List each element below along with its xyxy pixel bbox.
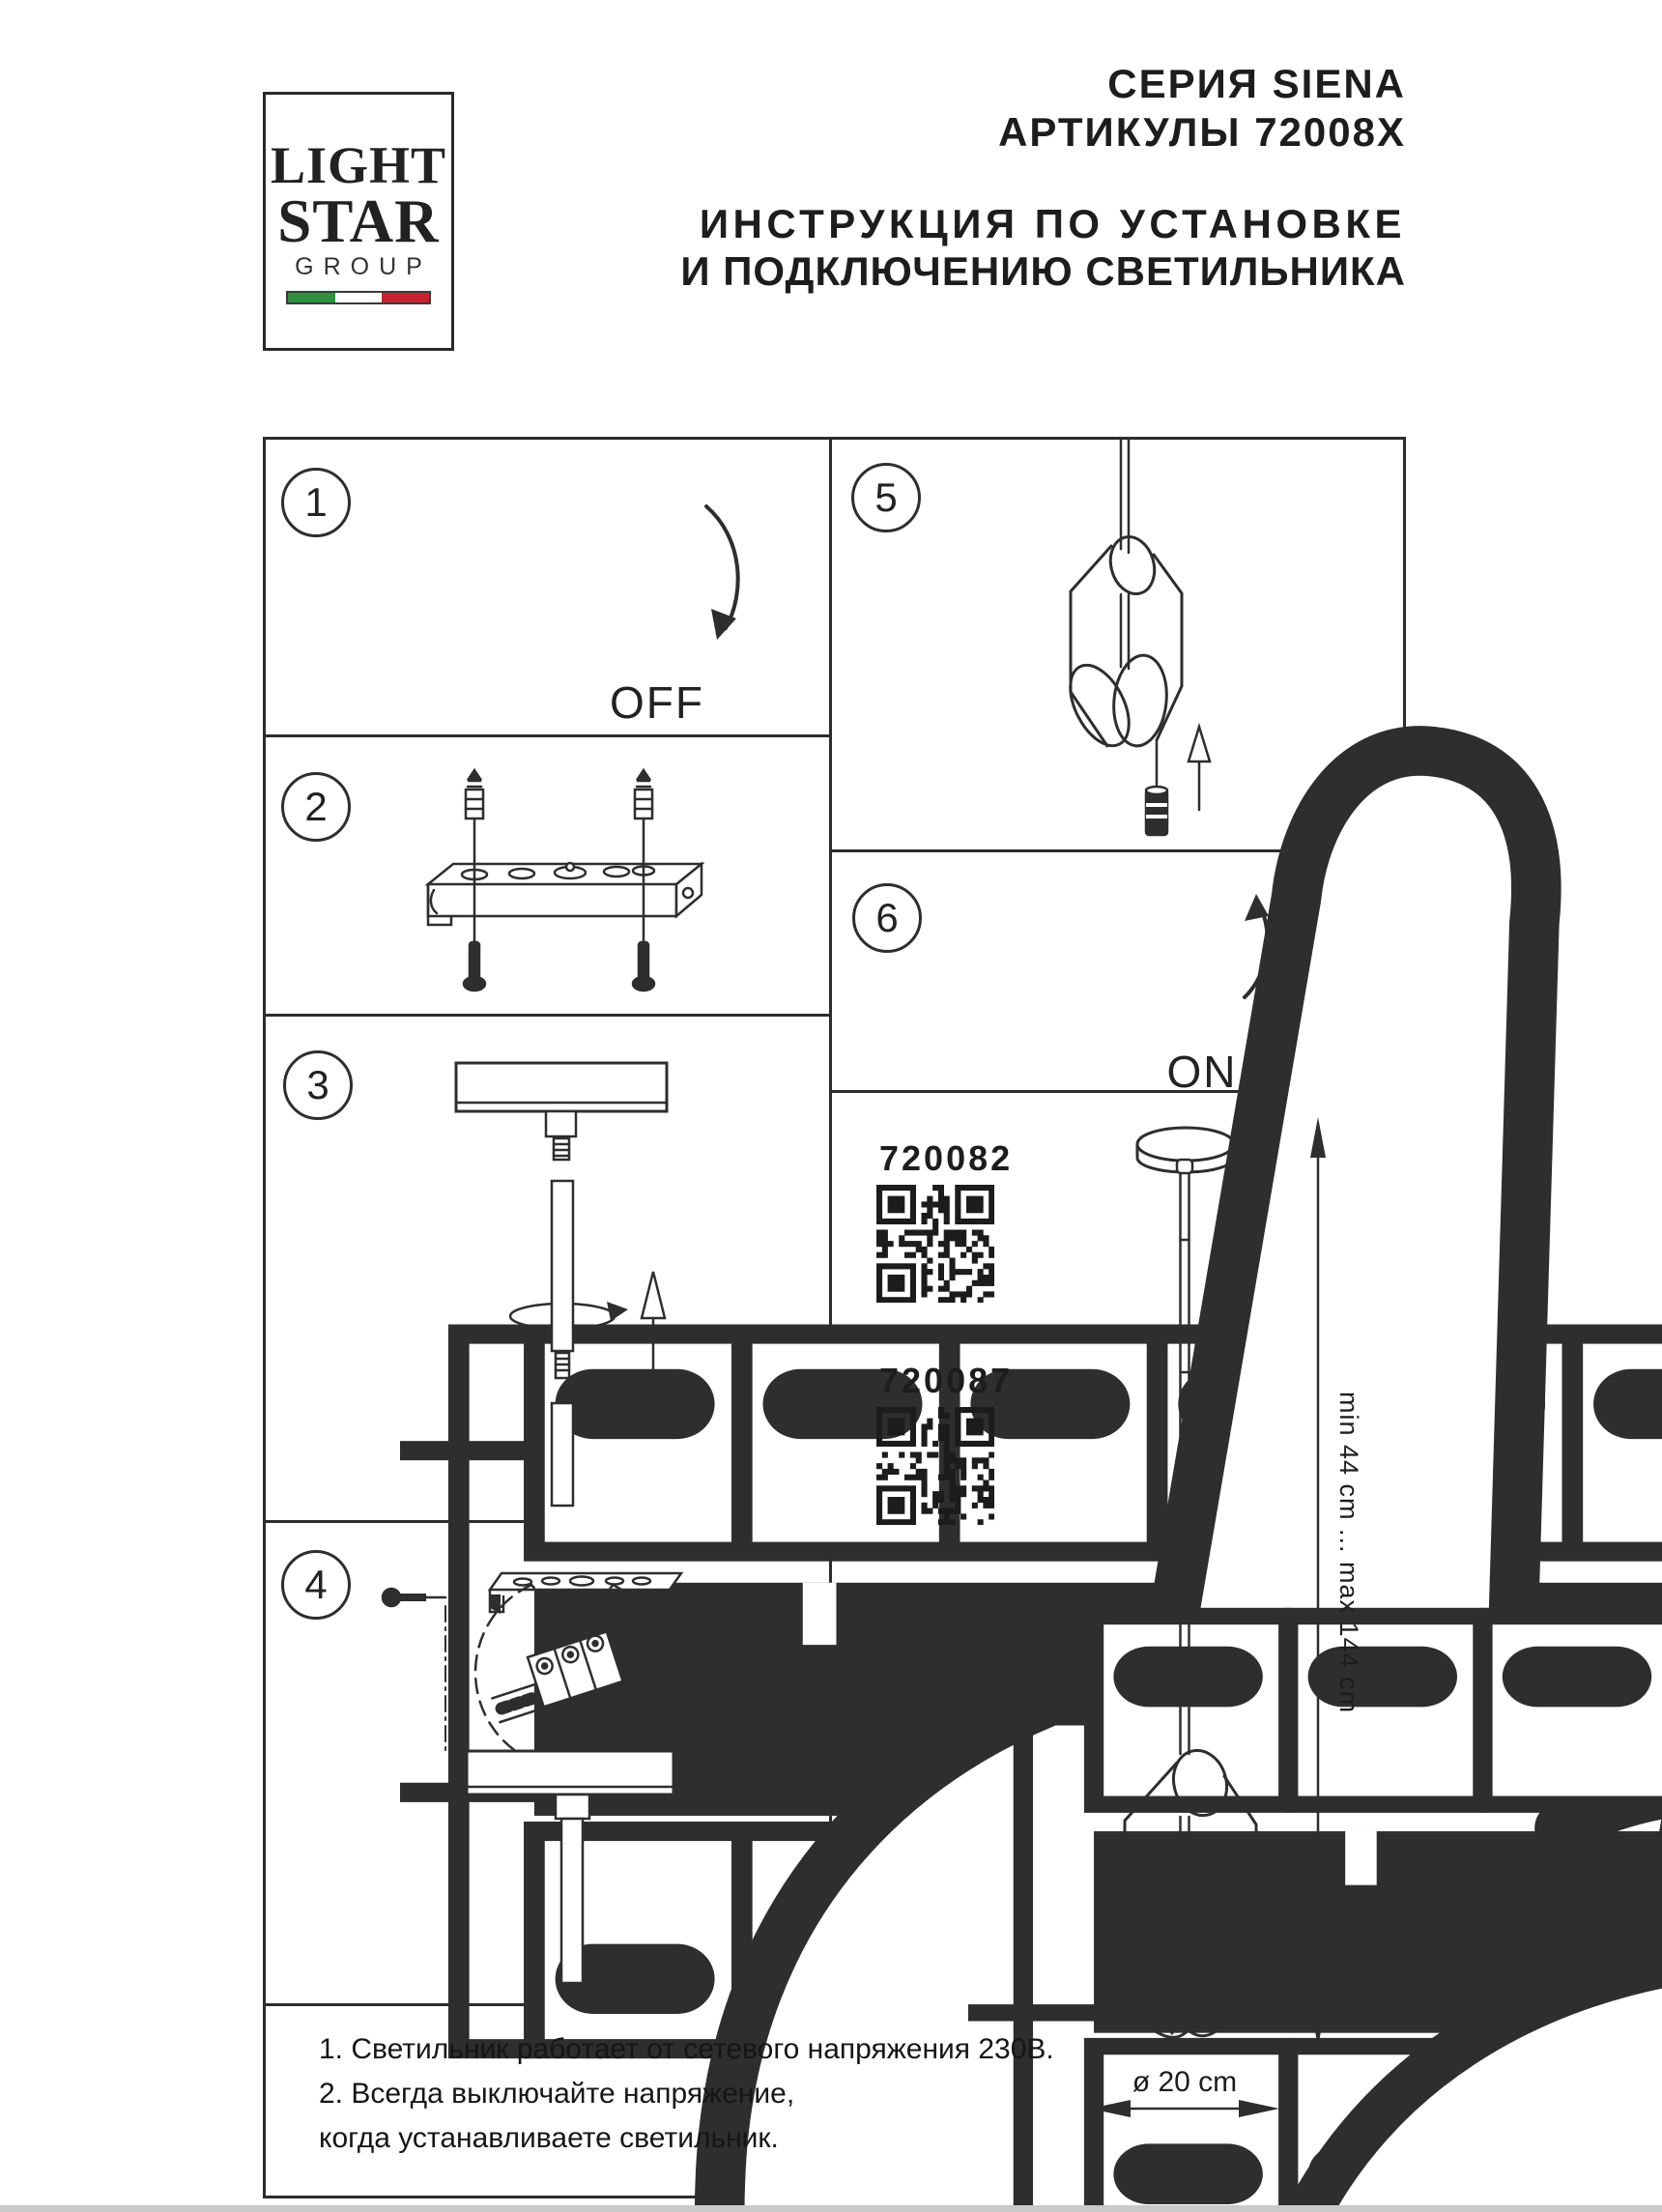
pendant-lamp-drawing — [1119, 1126, 1258, 2039]
scan-edge — [0, 2205, 1662, 2212]
title-block: СЕРИЯ SIENA АРТИКУЛЫ 72008X ИНСТРУКЦИЯ П… — [680, 60, 1406, 295]
column-divider — [829, 437, 832, 2006]
instruction-title-line1: ИНСТРУКЦИЯ ПО УСТАНОВКЕ — [699, 201, 1406, 246]
step4-wiring-illustration — [381, 1571, 775, 1985]
flag-stripe-green — [288, 293, 335, 302]
step-2-number: 2 — [281, 772, 351, 842]
series-title: СЕРИЯ SIENA — [1107, 61, 1406, 106]
note-line-2: 2. Всегда выключайте напряжение, — [319, 2078, 795, 2110]
diameter-label: ø 20 cm — [1132, 2066, 1238, 2098]
instruction-title-line2: И ПОДКЛЮЧЕНИЮ СВЕТИЛЬНИКА — [680, 248, 1406, 294]
border-p1-p2 — [263, 734, 832, 737]
height-dimension-arrow — [1310, 1117, 1326, 2047]
border-p2-p3 — [263, 1014, 832, 1017]
off-label: OFF — [610, 677, 704, 728]
qr-code-720087 — [876, 1407, 995, 1526]
italian-flag-icon — [286, 291, 431, 304]
note-line-3: когда устанавливаете светильник. — [319, 2122, 779, 2154]
diameter-dimension-arrow — [1090, 2100, 1279, 2117]
height-range-label: min 44 cm ... max 144 cm — [1334, 1392, 1363, 1714]
step6-breaker-on-illustration — [956, 894, 1662, 2212]
lightstar-logo: LIGHT STAR GROUP — [263, 92, 454, 351]
step-4-number: 4 — [281, 1550, 351, 1620]
border-p5-p6 — [829, 849, 1406, 852]
step2-bracket-illustration — [424, 767, 705, 992]
step-5-number: 5 — [851, 463, 921, 532]
logo-word-light: LIGHT — [270, 136, 447, 194]
logo-word-group: GROUP — [295, 253, 432, 280]
article-code-720087: 720087 — [879, 1361, 1014, 1400]
border-p6-p7 — [829, 1090, 1406, 1093]
article-code-720082: 720082 — [879, 1138, 1014, 1178]
note-line-1: 1. Светильник работает от сетевого напря… — [319, 2033, 1054, 2065]
articles-title: АРТИКУЛЫ 72008X — [998, 109, 1406, 155]
step3-rod-assembly-illustration — [454, 1061, 669, 1508]
flag-stripe-white — [334, 293, 383, 302]
step1-breaker-off-illustration — [398, 504, 1662, 2212]
flag-stripe-red — [382, 293, 430, 302]
step-6-number: 6 — [852, 883, 922, 953]
step-1-number: 1 — [281, 468, 351, 537]
on-label: ON — [1166, 1047, 1238, 1097]
qr-code-720082 — [876, 1185, 995, 1304]
safety-notes: 1. Светильник работает от сетевого напря… — [319, 2027, 1054, 2161]
logo-word-star: STAR — [277, 187, 440, 255]
step5-shade-illustration — [1069, 438, 1212, 837]
step-3-number: 3 — [283, 1050, 353, 1120]
